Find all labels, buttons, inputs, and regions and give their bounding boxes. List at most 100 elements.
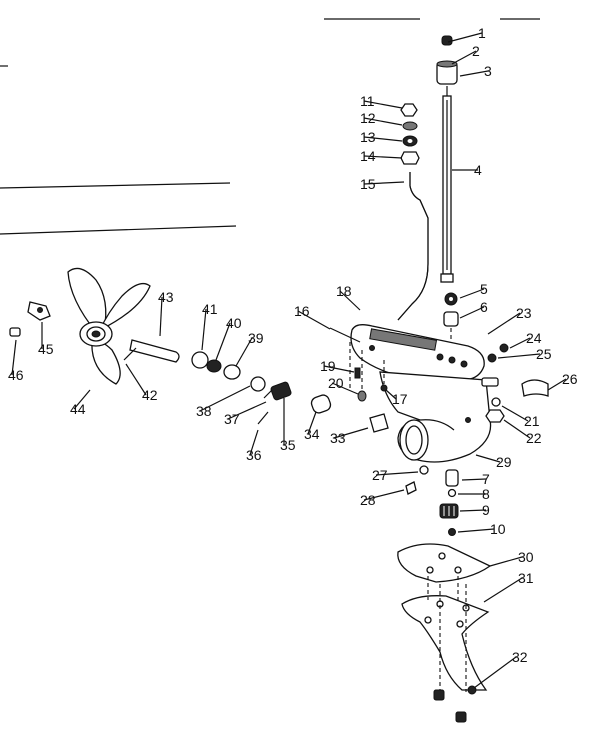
- leader-line-6: [459, 306, 485, 319]
- callout-26: 26: [562, 371, 578, 387]
- callout-36: 36: [246, 447, 262, 463]
- part-29-lower-housing: [379, 371, 492, 463]
- callout-16: 16: [294, 303, 310, 319]
- callout-46: 46: [8, 367, 24, 383]
- callout-12: 12: [360, 110, 376, 126]
- leader-line-11: [363, 100, 403, 109]
- leader-line-20: [331, 382, 359, 395]
- callout-22: 22: [526, 430, 542, 446]
- callout-33: 33: [330, 430, 346, 446]
- callout-40: 40: [226, 315, 242, 331]
- part-12-washer: [402, 121, 418, 131]
- callout-10: 10: [490, 521, 506, 537]
- callout-14: 14: [360, 148, 376, 164]
- leader-line-19: [323, 365, 355, 373]
- leader-line-15: [363, 181, 405, 185]
- leader-line-7: [461, 478, 487, 481]
- callout-7: 7: [482, 471, 490, 487]
- callout-15: 15: [360, 176, 376, 192]
- part-31-skeg: [401, 595, 490, 691]
- drive-shaft-assembly: [436, 35, 459, 350]
- part-4-shaft-end: [440, 273, 454, 283]
- leader-line-29: [475, 454, 501, 463]
- part-6-seal: [443, 311, 459, 327]
- callout-9: 9: [482, 502, 490, 518]
- callout-43: 43: [158, 289, 174, 305]
- leader-line-12: [363, 117, 403, 126]
- leader-line-28: [363, 489, 405, 501]
- leader-line-18: [339, 290, 361, 311]
- leader-line-17: [385, 389, 397, 400]
- gear-housing: [329, 324, 549, 463]
- part-8-washer: [447, 488, 457, 498]
- leader-line-1: [447, 32, 483, 43]
- part-21-washer: [491, 397, 501, 407]
- pinion-gear-stack: [405, 465, 459, 536]
- leader-line-42: [125, 363, 147, 396]
- callout-3: 3: [484, 63, 492, 79]
- leader-line-32: [473, 656, 517, 689]
- part-32-bolt-b: [455, 711, 467, 723]
- part-41-ring: [191, 351, 209, 369]
- callout-31: 31: [518, 570, 534, 586]
- leader-line-43: [159, 296, 163, 337]
- callout-28: 28: [360, 492, 376, 508]
- callout-1: 1: [478, 25, 486, 41]
- callout-30: 30: [518, 549, 534, 565]
- part-27-washer: [419, 465, 429, 475]
- part-10-nut: [448, 528, 456, 536]
- callout-8: 8: [482, 486, 490, 502]
- leader-line-2: [451, 50, 477, 65]
- leader-line-16: [297, 310, 331, 330]
- callout-25: 25: [536, 346, 552, 362]
- callout-21: 21: [524, 413, 540, 429]
- callout-labels: 1234567891011121314151617181920212223242…: [8, 25, 578, 689]
- part-32-bolt: [433, 689, 445, 701]
- leader-line-26: [547, 378, 567, 391]
- part-1-cap: [441, 35, 453, 46]
- leader-line-14: [363, 155, 403, 159]
- part-39-bearing: [223, 364, 241, 380]
- callout-20: 20: [328, 375, 344, 391]
- part-38-washer: [250, 376, 266, 392]
- callout-39: 39: [248, 330, 264, 346]
- leader-line-27: [375, 471, 419, 476]
- callout-41: 41: [202, 301, 218, 317]
- callout-29: 29: [496, 454, 512, 470]
- part-14-nut: [400, 151, 420, 165]
- propeller: [9, 267, 151, 385]
- leader-line-36: [249, 429, 259, 456]
- part-33-bearing: [369, 413, 389, 433]
- leader-line-30: [489, 556, 523, 567]
- leader-line-39: [235, 337, 253, 367]
- leader-line-21: [501, 405, 529, 422]
- skeg-assembly: [397, 543, 492, 723]
- part-11-nut: [400, 103, 418, 117]
- callout-42: 42: [142, 387, 158, 403]
- leader-line-24: [509, 337, 531, 349]
- part-7-bearing: [445, 469, 459, 487]
- leader-line-38: [199, 385, 251, 412]
- callout-35: 35: [280, 437, 296, 453]
- part-40-seal: [206, 359, 222, 373]
- callout-23: 23: [516, 305, 532, 321]
- part-17-screw: [380, 384, 388, 392]
- callout-19: 19: [320, 358, 336, 374]
- leader-line-34: [307, 411, 317, 435]
- leader-line-37: [227, 401, 267, 420]
- part-2-top: [436, 60, 458, 68]
- leader-line-5: [459, 288, 485, 299]
- callout-13: 13: [360, 129, 376, 145]
- callout-38: 38: [196, 403, 212, 419]
- leader-line-23: [487, 312, 521, 335]
- leader-line-40: [215, 322, 231, 361]
- part-44-blade-right: [98, 282, 151, 332]
- callout-6: 6: [480, 299, 488, 315]
- part-20-bolt: [357, 390, 367, 402]
- part-19-pin: [354, 367, 361, 379]
- callout-2: 2: [472, 43, 480, 59]
- part-30-plate: [397, 543, 492, 583]
- leader-line-10: [457, 528, 495, 533]
